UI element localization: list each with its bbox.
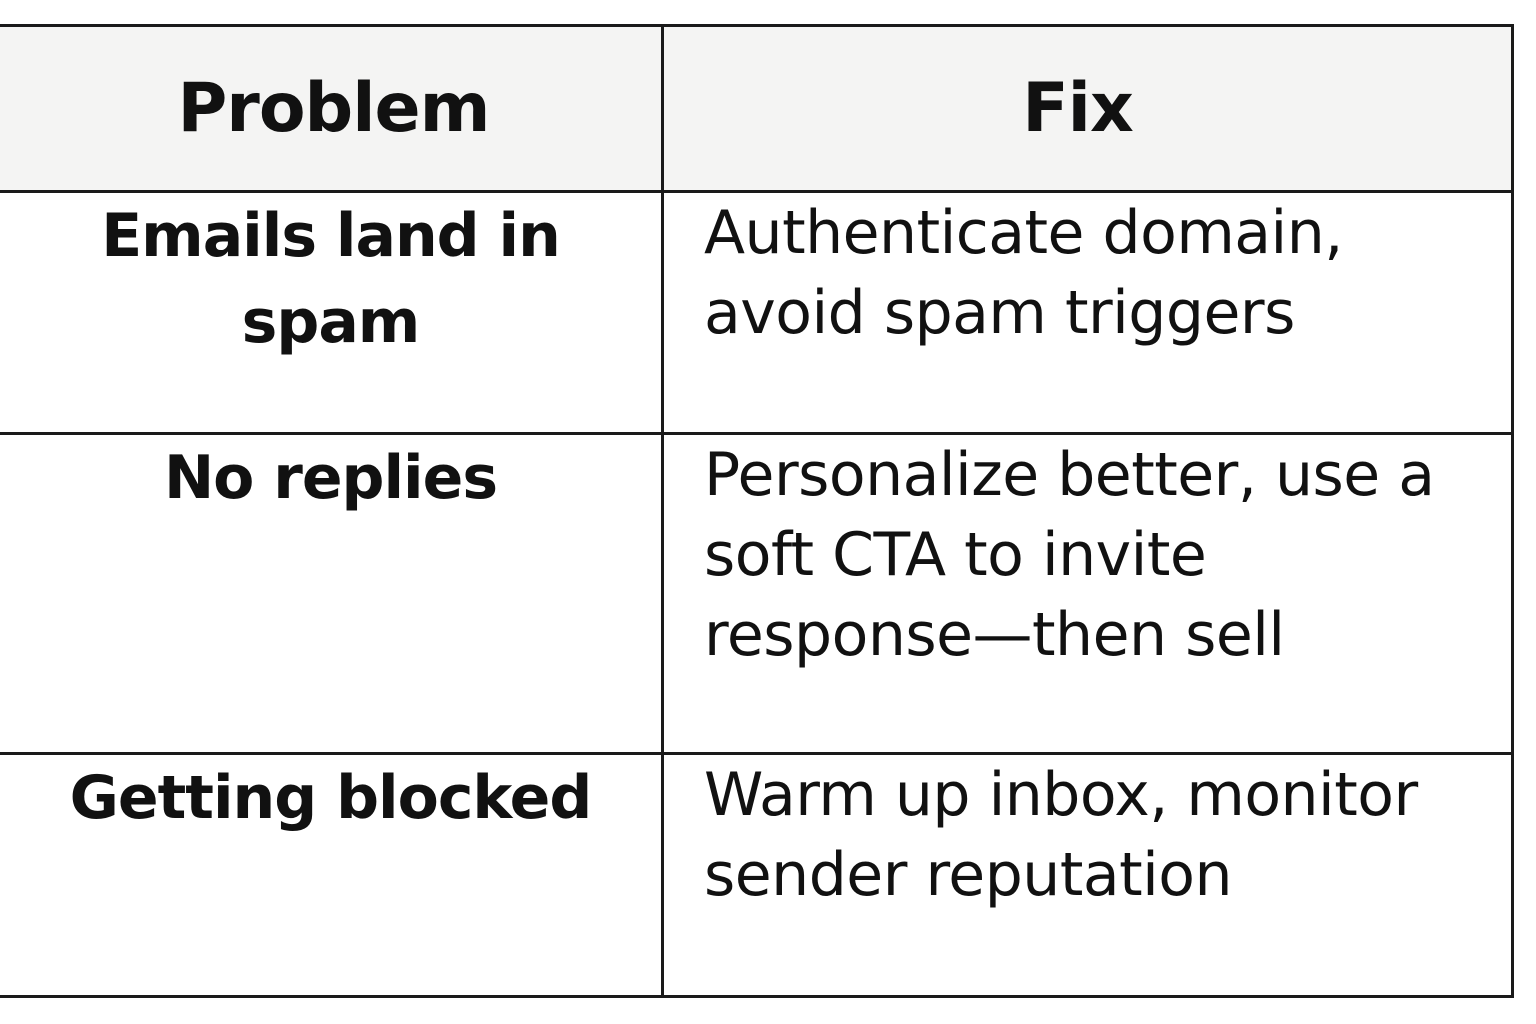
fix-text: Authenticate domain, avoid spam triggers <box>704 198 1343 348</box>
table-row-problem: Getting blocked <box>0 755 664 995</box>
table-row-problem: No replies <box>0 435 664 755</box>
problem-text: No replies <box>163 443 498 513</box>
fix-text: Personalize better, use a soft CTA to in… <box>704 440 1435 670</box>
table-row-problem: Emails land in spam <box>0 193 664 435</box>
fix-text: Warm up inbox, monitor sender reputation <box>704 760 1418 910</box>
table-row-fix: Warm up inbox, monitor sender reputation <box>664 755 1511 995</box>
header-problem: Problem <box>0 27 664 193</box>
table-row-fix: Authenticate domain, avoid spam triggers <box>664 193 1511 435</box>
problem-fix-table: Problem Fix Emails land in spam Authenti… <box>0 24 1514 998</box>
problem-text: Emails land in spam <box>101 201 561 357</box>
table-row-fix: Personalize better, use a soft CTA to in… <box>664 435 1511 755</box>
header-fix: Fix <box>664 27 1511 193</box>
problem-text: Getting blocked <box>69 763 593 833</box>
